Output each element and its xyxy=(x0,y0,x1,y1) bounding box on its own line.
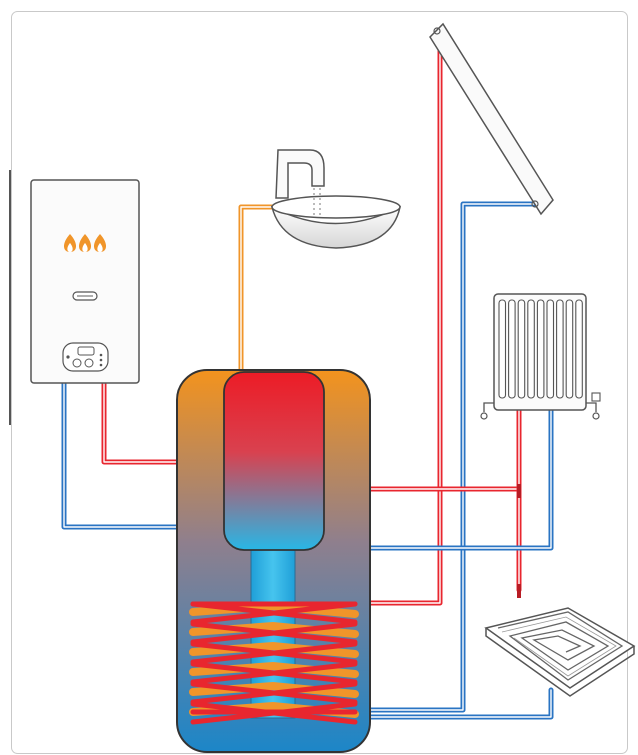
boiler-flow-pipe xyxy=(104,383,177,462)
storage-tank-icon xyxy=(177,370,370,752)
radiator-fin xyxy=(557,300,564,398)
radiator-fin xyxy=(576,300,583,398)
radiator-fin xyxy=(499,300,506,398)
radiator-fin xyxy=(566,300,573,398)
underfloor-heating-icon xyxy=(486,608,634,696)
frame-side-bar xyxy=(9,170,11,425)
boiler-return-pipe xyxy=(64,383,177,527)
radiator-fin xyxy=(547,300,554,398)
solar-collector-icon xyxy=(430,24,553,214)
radiator-icon xyxy=(481,294,600,419)
faucet-basin-icon xyxy=(272,150,400,248)
radiator-fin xyxy=(509,300,515,398)
flame-icons xyxy=(64,234,106,252)
solar-flow-pipe xyxy=(370,40,440,603)
radiator-fin xyxy=(528,300,535,398)
boiler-icon xyxy=(31,180,139,383)
tap-supply-pipe xyxy=(241,207,274,370)
tank-inner-vessel xyxy=(224,372,324,550)
radiator-fin xyxy=(518,300,525,398)
radiator-fin xyxy=(537,300,544,398)
